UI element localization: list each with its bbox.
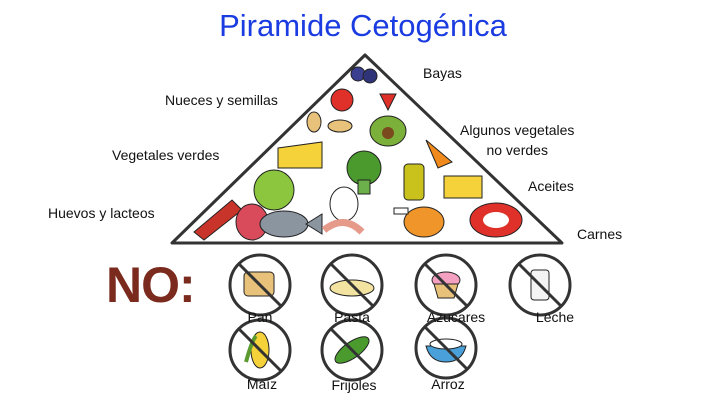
nuts-icon: [306, 111, 353, 133]
olive-oil-icon: [403, 163, 425, 201]
milk-crossed-icon: [508, 253, 572, 317]
carrot-icon: [425, 139, 453, 169]
label-bayas: Bayas: [423, 65, 462, 81]
label-arroz: Arroz: [431, 376, 465, 392]
label-leche: Leche: [535, 309, 575, 325]
steak-icon: [469, 202, 523, 238]
label-frijoles: Frijoles: [331, 377, 377, 393]
page-title: Piramide Cetogénica: [219, 8, 507, 43]
label-algunos-vegetales: Algunos vegetales no verdes: [460, 122, 575, 158]
label-pan: Pan: [247, 309, 273, 325]
label-pasta: Pasta: [334, 309, 370, 325]
bacon-icon: [193, 199, 243, 241]
berries-icon: [350, 66, 378, 84]
avocado-icon: [369, 115, 407, 147]
chicken-leg-icon: [393, 206, 445, 238]
label-carnes: Carnes: [577, 226, 623, 242]
cupcake-crossed-icon: [414, 253, 478, 317]
bread-crossed-icon: [228, 253, 292, 317]
tomato-icon: [330, 88, 354, 112]
shrimp-icon: [321, 219, 365, 235]
fish-icon: [259, 210, 323, 238]
corn-crossed-icon: [228, 318, 292, 382]
strawberry-icon: [379, 93, 397, 112]
label-azucares: Azucares: [426, 309, 486, 325]
label-huevos-lacteos: Huevos y lacteos: [48, 205, 155, 221]
no-heading: NO:: [106, 257, 196, 313]
broccoli-icon: [346, 150, 382, 195]
label-vegetales-verdes: Vegetales verdes: [112, 147, 220, 163]
label-aceites: Aceites: [528, 178, 574, 194]
pasta-crossed-icon: [320, 253, 384, 317]
egg-icon: [329, 186, 359, 222]
rice-crossed-icon: [414, 316, 478, 380]
cabbage-icon: [253, 169, 295, 211]
beans-crossed-icon: [320, 318, 384, 382]
cheese-icon: [277, 141, 323, 169]
label-nueces-semillas: Nueces y semillas: [165, 92, 278, 108]
label-maiz: Maíz: [246, 376, 278, 392]
pyramid-outline: [170, 53, 564, 245]
butter-icon: [443, 175, 483, 199]
no-items-icons: [228, 253, 572, 382]
